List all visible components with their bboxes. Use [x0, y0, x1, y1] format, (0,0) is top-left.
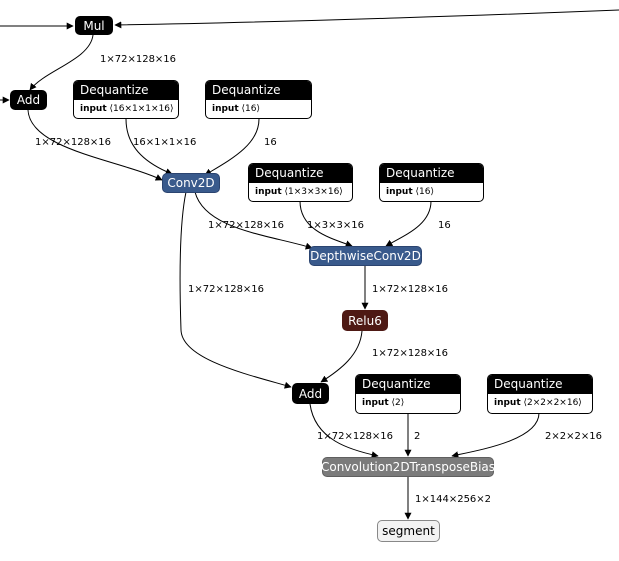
dequantize-node[interactable]: Dequantize input ⟨16⟩: [379, 163, 484, 202]
input-shape: ⟨16×1×1×16⟩: [109, 104, 174, 114]
dequantize-title: Dequantize: [488, 375, 592, 394]
edge-label: 2: [414, 431, 421, 442]
edge-conv-dw: [194, 191, 313, 250]
edge-label: 1×144×256×2: [415, 494, 492, 505]
edge-deq1-conv: [204, 118, 260, 176]
dequantize-node[interactable]: Dequantize input ⟨1×3×3×16⟩: [248, 163, 353, 202]
dequantize-input: input ⟨16⟩: [380, 183, 483, 201]
edge-label: 2×2×2×16: [545, 431, 602, 442]
input-label: input: [362, 398, 389, 408]
relu6-node[interactable]: Relu6: [342, 310, 388, 331]
input-shape: ⟨16⟩: [415, 187, 435, 197]
edge-label: 1×3×3×16: [307, 220, 364, 231]
edge-add2-transpose: [309, 403, 379, 459]
edge-relu-add: [320, 330, 363, 383]
conv2d-node[interactable]: Conv2D: [162, 173, 220, 193]
edge-add-conv: [27, 109, 163, 181]
dequantize-input: input ⟨2×2×2×16⟩: [488, 394, 592, 412]
input-label: input: [212, 104, 239, 114]
edge-deq5-transpose: [451, 412, 540, 459]
dequantize-input: input ⟨1×3×3×16⟩: [249, 183, 352, 201]
dequantize-node[interactable]: Dequantize input ⟨16⟩: [205, 80, 312, 119]
input-shape: ⟨2×2×2×16⟩: [523, 398, 582, 408]
edge-label: 1×72×128×16: [372, 284, 449, 295]
edge-mul-add: [29, 34, 94, 91]
dequantize-title: Dequantize: [356, 375, 460, 394]
dequantize-node[interactable]: Dequantize input ⟨16×1×1×16⟩: [73, 80, 179, 119]
add-node-bottom[interactable]: Add: [292, 383, 329, 404]
dequantize-node[interactable]: Dequantize input ⟨2⟩: [355, 374, 461, 414]
edge-label: 1×72×128×16: [317, 431, 394, 442]
edge-in-mul-right: [114, 9, 619, 29]
input-label: input: [255, 187, 282, 197]
input-shape: ⟨16⟩: [241, 104, 261, 114]
depthwise-conv2d-node[interactable]: DepthwiseConv2D: [309, 246, 422, 266]
dequantize-title: Dequantize: [206, 81, 311, 100]
mul-node[interactable]: Mul: [75, 16, 113, 35]
edge-deq3-dw: [385, 200, 432, 247]
edge-label: 16: [264, 137, 277, 148]
transpose-conv-node[interactable]: Convolution2DTransposeBias: [321, 457, 495, 477]
edge-label: 1×72×128×16: [372, 348, 449, 359]
dequantize-node[interactable]: Dequantize input ⟨2×2×2×16⟩: [487, 374, 593, 414]
input-label: input: [80, 104, 107, 114]
dequantize-input: input ⟨16×1×1×16⟩: [74, 100, 178, 118]
dequantize-input: input ⟨16⟩: [206, 100, 311, 118]
edge-label: 16×1×1×16: [133, 137, 197, 148]
input-label: input: [494, 398, 521, 408]
input-shape: ⟨1×3×3×16⟩: [284, 187, 343, 197]
edge-deq0-conv: [125, 118, 173, 175]
dequantize-input: input ⟨2⟩: [356, 394, 460, 412]
edge-label: 1×72×128×16: [188, 284, 265, 295]
edge-label: 16: [438, 220, 451, 231]
add-node-top[interactable]: Add: [10, 90, 47, 110]
edge-label: 1×72×128×16: [100, 54, 177, 65]
dequantize-title: Dequantize: [249, 164, 352, 183]
segment-output-node[interactable]: segment: [377, 520, 440, 542]
dequantize-title: Dequantize: [74, 81, 178, 100]
edge-conv-add2: [179, 191, 292, 389]
edge-deq2-dw: [299, 200, 353, 248]
edge-label: 1×72×128×16: [35, 137, 112, 148]
edge-label: 1×72×128×16: [208, 220, 285, 231]
dequantize-title: Dequantize: [380, 164, 483, 183]
input-label: input: [386, 187, 413, 197]
input-shape: ⟨2⟩: [391, 398, 405, 408]
